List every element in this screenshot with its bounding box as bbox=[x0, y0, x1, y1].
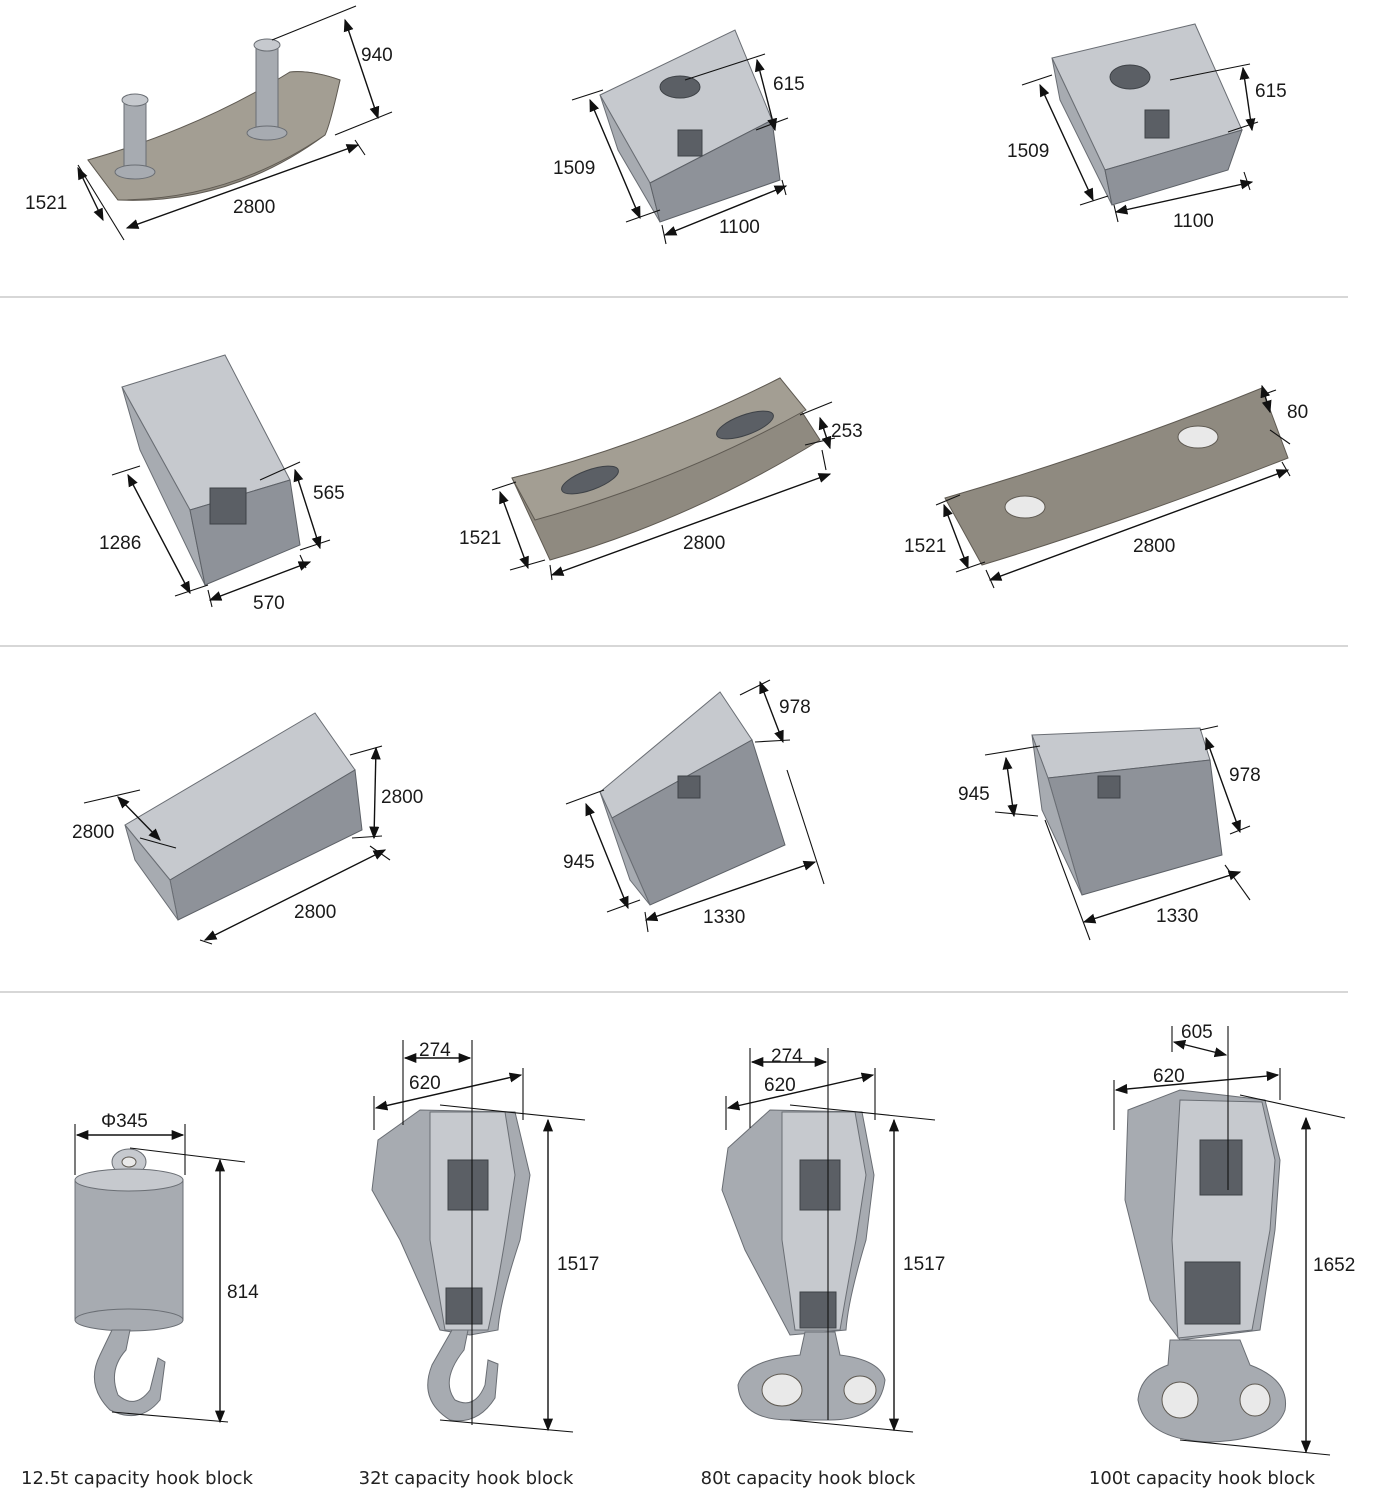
dim-label: 2800 bbox=[294, 902, 336, 923]
dim-label: 1521 bbox=[904, 536, 946, 557]
hook-block-caption: 80t capacity hook block bbox=[701, 1468, 916, 1489]
dim-label: 1286 bbox=[99, 533, 141, 554]
dim-label: Φ345 bbox=[101, 1111, 148, 1132]
counterweight-long-box: 2800 2800 2800 bbox=[72, 712, 423, 945]
dim-label: 1509 bbox=[1007, 141, 1049, 162]
dim-label: 274 bbox=[419, 1040, 451, 1061]
hook-block-caption: 32t capacity hook block bbox=[359, 1468, 574, 1489]
dim-label: 978 bbox=[1229, 765, 1261, 786]
dim-label: 274 bbox=[771, 1046, 803, 1067]
hook-block-80t: 274 620 1517 80t capacity hook block bbox=[701, 1046, 946, 1489]
dim-label: 1517 bbox=[557, 1254, 599, 1275]
dim-label: 945 bbox=[563, 852, 595, 873]
dim-label: 605 bbox=[1181, 1022, 1213, 1043]
hook-block-caption: 100t capacity hook block bbox=[1089, 1468, 1316, 1489]
dim-label: 2800 bbox=[683, 533, 725, 554]
dim-label: 814 bbox=[227, 1282, 259, 1303]
dim-label: 1509 bbox=[553, 158, 595, 179]
dim-label: 978 bbox=[779, 697, 811, 718]
hook-block-100t: 605 620 1652 100t capacity hook block bbox=[1089, 1022, 1355, 1489]
dim-label: 570 bbox=[253, 593, 285, 614]
dim-label: 940 bbox=[361, 45, 393, 66]
counterweight-base-plate: 253 1521 2800 bbox=[459, 377, 863, 581]
hook-block-12-5t: Φ345 814 12.5t capacity hook block bbox=[21, 1111, 259, 1489]
dim-label: 2800 bbox=[1133, 536, 1175, 557]
dim-label: 1330 bbox=[1156, 906, 1198, 927]
dim-label: 2800 bbox=[233, 197, 275, 218]
counterweight-block-b: 615 1509 1100 bbox=[1007, 23, 1287, 232]
dim-label: 1100 bbox=[719, 217, 760, 238]
counterweight-narrow-block: 565 1286 570 bbox=[99, 354, 345, 614]
dim-label: 945 bbox=[958, 784, 990, 805]
counterweight-wedge-block-a: 978 945 1330 bbox=[563, 679, 825, 933]
dim-label: 615 bbox=[1255, 81, 1287, 102]
dim-label: 1521 bbox=[459, 528, 501, 549]
dim-label: 253 bbox=[831, 421, 863, 442]
dim-label: 1652 bbox=[1313, 1255, 1355, 1276]
dim-label: 620 bbox=[409, 1073, 441, 1094]
dim-label: 620 bbox=[764, 1075, 796, 1096]
dim-label: 2800 bbox=[381, 787, 423, 808]
dim-label: 615 bbox=[773, 74, 805, 95]
dim-label: 620 bbox=[1153, 1066, 1185, 1087]
counterweight-wedge-block-b: 945 978 1330 bbox=[958, 725, 1261, 941]
counterweight-plate-with-posts: 940 1521 2800 bbox=[25, 5, 393, 241]
dim-label: 2800 bbox=[72, 822, 114, 843]
dim-label: 80 bbox=[1287, 402, 1308, 423]
hook-block-32t: 274 620 1517 32t capacity hook block bbox=[359, 1040, 599, 1489]
dim-label: 1521 bbox=[25, 193, 67, 214]
dim-label: 1100 bbox=[1173, 211, 1214, 232]
dim-label: 1330 bbox=[703, 907, 745, 928]
counterweight-block-a: 615 1509 1100 bbox=[553, 29, 805, 245]
dim-label: 1517 bbox=[903, 1254, 945, 1275]
hook-block-caption: 12.5t capacity hook block bbox=[21, 1468, 253, 1489]
dim-label: 565 bbox=[313, 483, 345, 504]
counterweight-thin-plate: 80 1521 2800 bbox=[904, 384, 1308, 589]
